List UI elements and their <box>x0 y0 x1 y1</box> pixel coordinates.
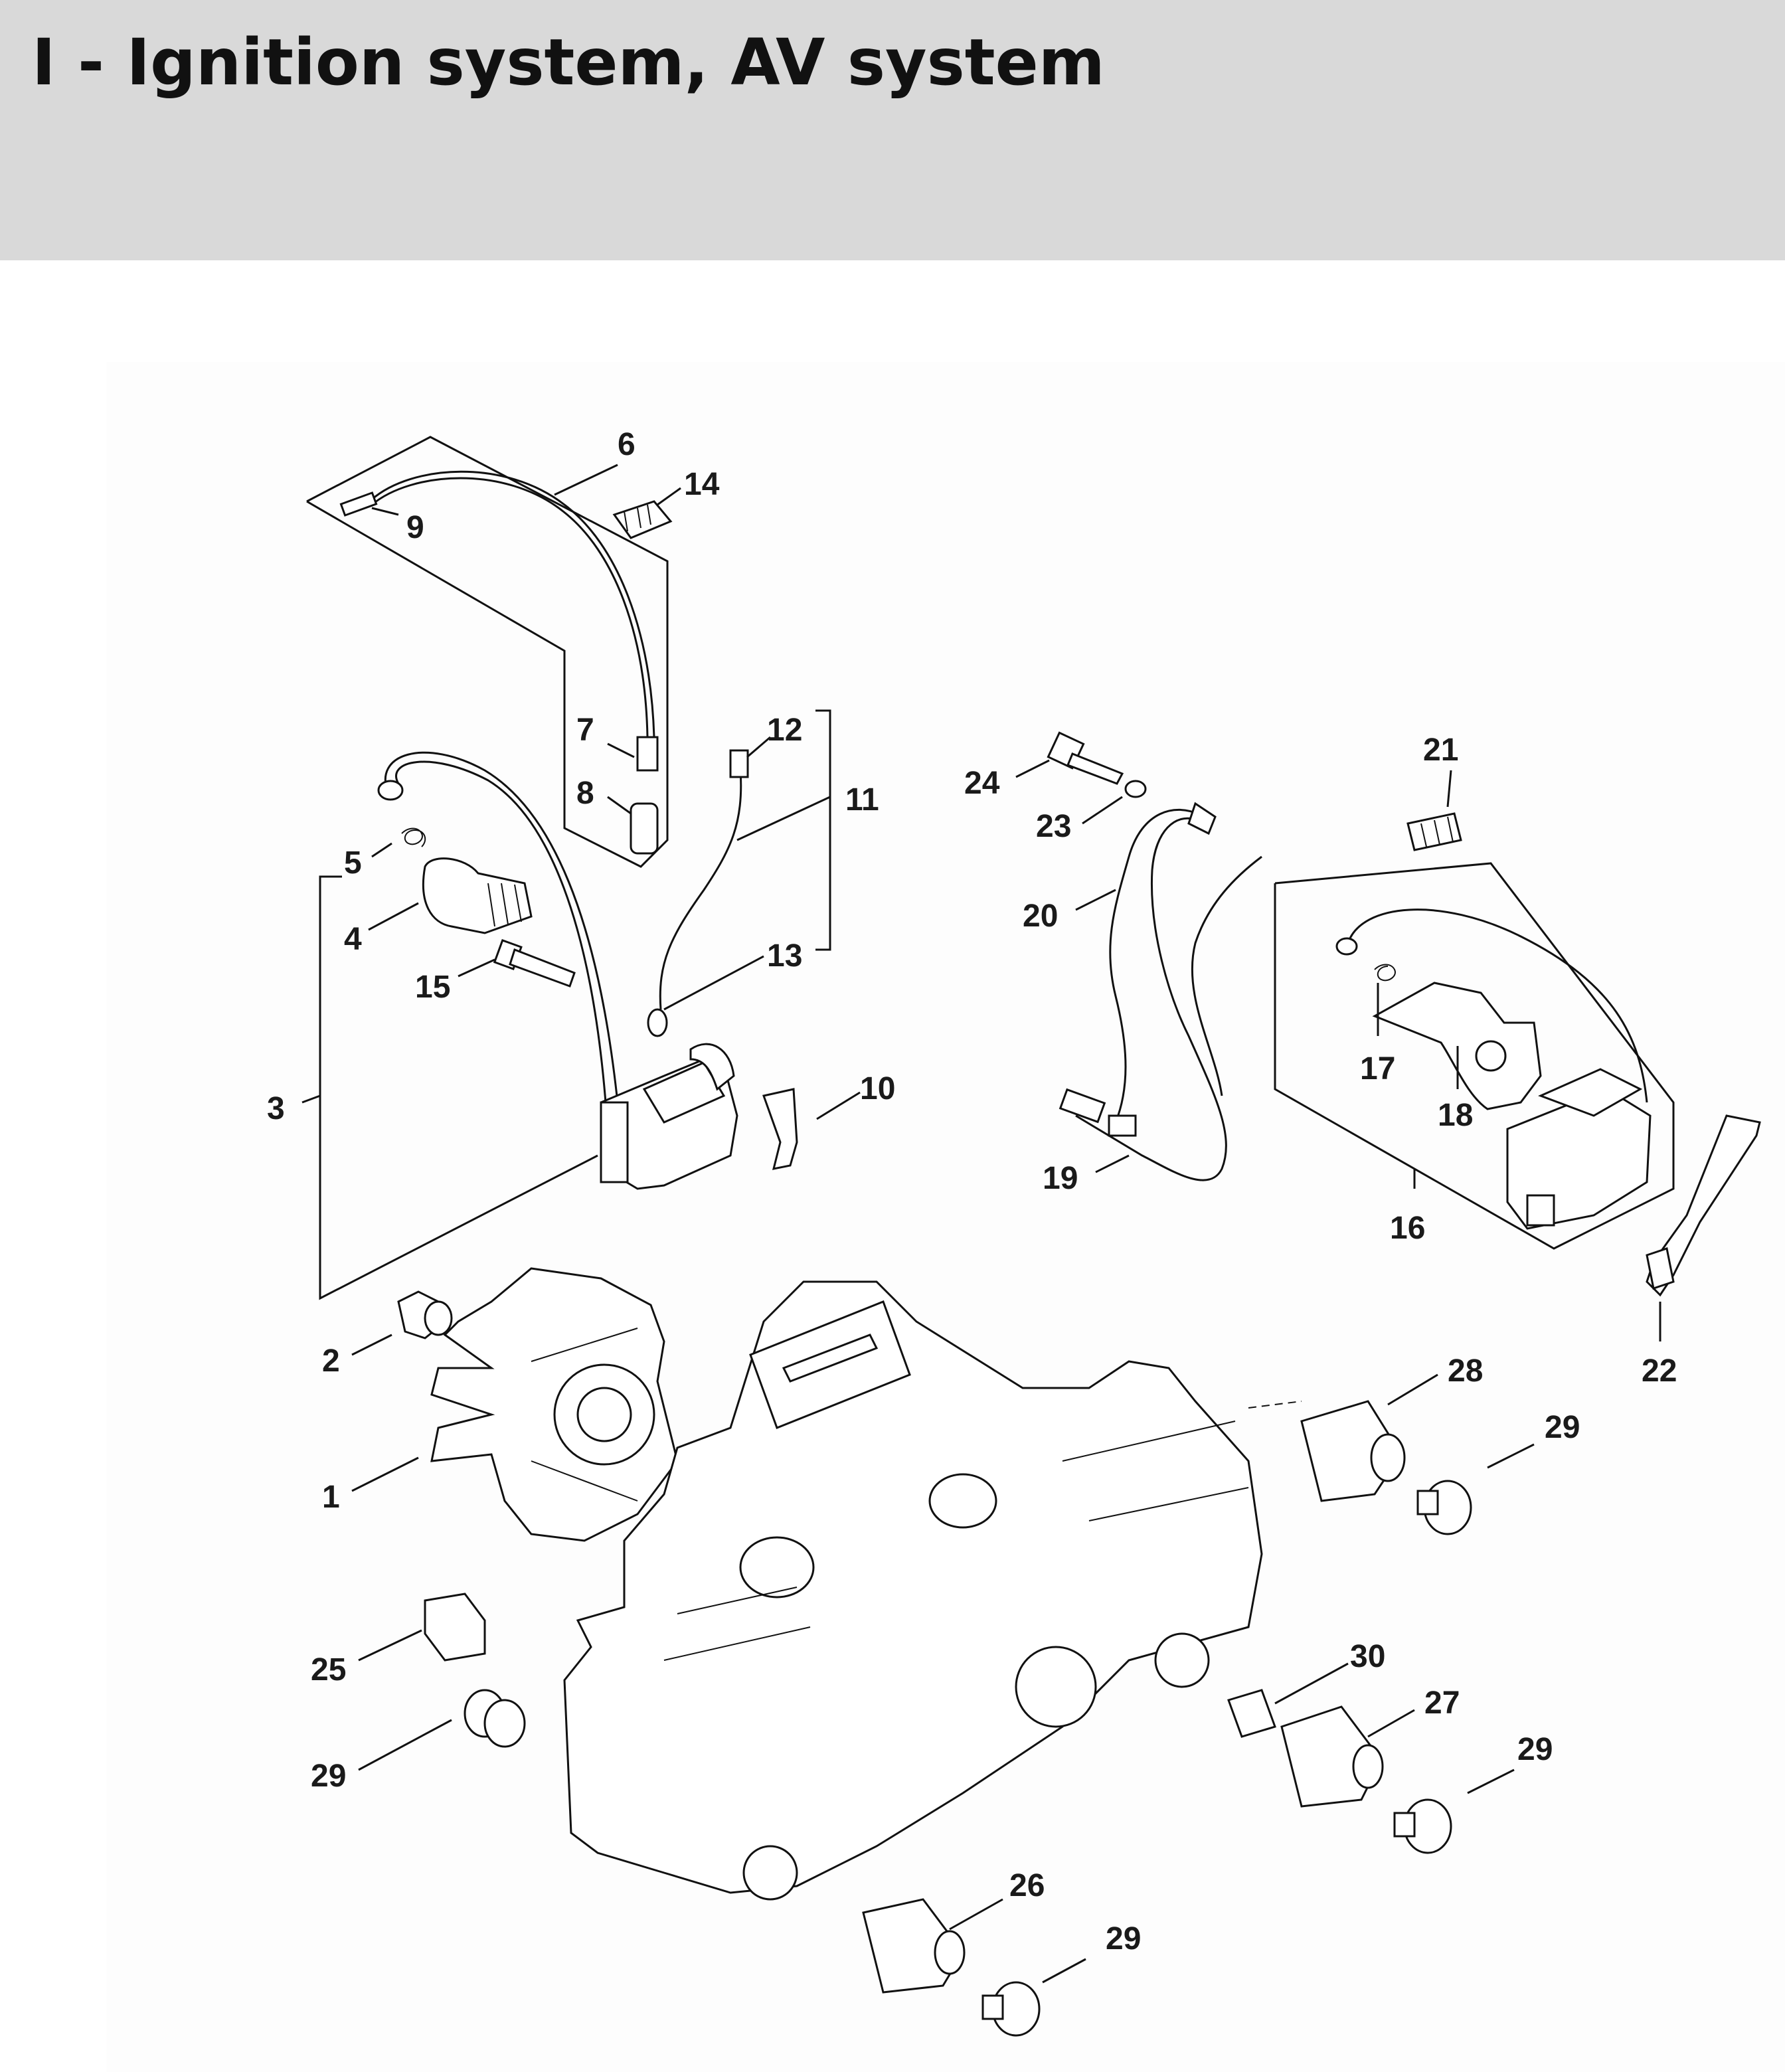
callout-15: 15 <box>415 970 450 1005</box>
callout-27: 27 <box>1424 1685 1460 1721</box>
nut-part <box>397 1290 453 1339</box>
kit-outline-16 <box>1274 862 1675 1250</box>
plug-29c <box>981 1981 1041 2037</box>
kit-bracket-3 <box>319 875 598 1300</box>
callout-2: 2 <box>322 1343 340 1379</box>
callout-5: 5 <box>344 845 362 881</box>
grommet-part-21 <box>1406 812 1462 851</box>
wiring-harness <box>1059 802 1262 1181</box>
callout-30: 30 <box>1350 1639 1385 1674</box>
callout-16: 16 <box>1390 1211 1425 1246</box>
callout-26: 26 <box>1009 1868 1045 1903</box>
callout-28: 28 <box>1448 1353 1483 1389</box>
callout-20: 20 <box>1023 899 1058 934</box>
callout-24: 24 <box>964 766 1000 801</box>
ignition-lead-wire <box>339 470 659 855</box>
av-buffer-28 <box>1300 1400 1406 1502</box>
callout-6: 6 <box>618 427 636 462</box>
plug-part-25 <box>424 1593 486 1662</box>
av-buffer-27 <box>1280 1705 1384 1808</box>
leader-lines <box>301 464 1661 1984</box>
callout-29-b: 29 <box>1517 1732 1553 1767</box>
wire-clip-part <box>612 500 673 539</box>
callout-25: 25 <box>311 1652 346 1687</box>
screw-part-15 <box>493 938 576 988</box>
callout-13: 13 <box>767 938 802 974</box>
screw-part-24 <box>1047 731 1147 798</box>
flywheel-part <box>430 1267 679 1542</box>
callout-29-c: 29 <box>1106 1921 1141 1956</box>
ignition-module-right <box>1335 908 1652 1230</box>
callout-12: 12 <box>767 713 802 748</box>
plug-29b <box>1393 1798 1452 1854</box>
callout-17: 17 <box>1360 1051 1395 1086</box>
callout-4: 4 <box>344 922 362 957</box>
short-circuit-wire <box>647 749 749 1037</box>
guide-part-10 <box>762 1088 798 1170</box>
spring-part-17 <box>1374 964 1396 982</box>
page-header: I - Ignition system, AV system <box>0 0 1785 260</box>
callout-18: 18 <box>1438 1098 1473 1133</box>
callout-8: 8 <box>576 776 594 811</box>
callout-10: 10 <box>860 1071 895 1106</box>
callout-29-d: 29 <box>311 1759 346 1794</box>
callout-23: 23 <box>1036 809 1071 844</box>
spark-plug-boot <box>422 857 533 934</box>
sleeve-30 <box>1227 1689 1276 1738</box>
spring-part <box>401 827 426 847</box>
callout-29-a: 29 <box>1545 1410 1580 1445</box>
plug-29d <box>464 1689 526 1748</box>
plug-29a <box>1416 1480 1472 1535</box>
callout-3: 3 <box>267 1091 285 1126</box>
cover-part-22 <box>1646 1114 1761 1297</box>
crankcase-housing <box>563 1280 1302 1901</box>
av-buffer-26 <box>862 1898 966 1994</box>
callout-19: 19 <box>1043 1161 1078 1196</box>
page-title: I - Ignition system, AV system <box>32 25 1105 100</box>
bracket-11 <box>815 709 831 951</box>
callout-22: 22 <box>1642 1353 1677 1389</box>
callout-11: 11 <box>845 782 879 818</box>
ignition-module-left <box>377 751 738 1190</box>
callout-1: 1 <box>322 1480 340 1515</box>
callout-7: 7 <box>576 713 594 748</box>
callout-9: 9 <box>406 510 424 545</box>
callout-21: 21 <box>1423 733 1458 768</box>
callout-14: 14 <box>684 467 720 502</box>
